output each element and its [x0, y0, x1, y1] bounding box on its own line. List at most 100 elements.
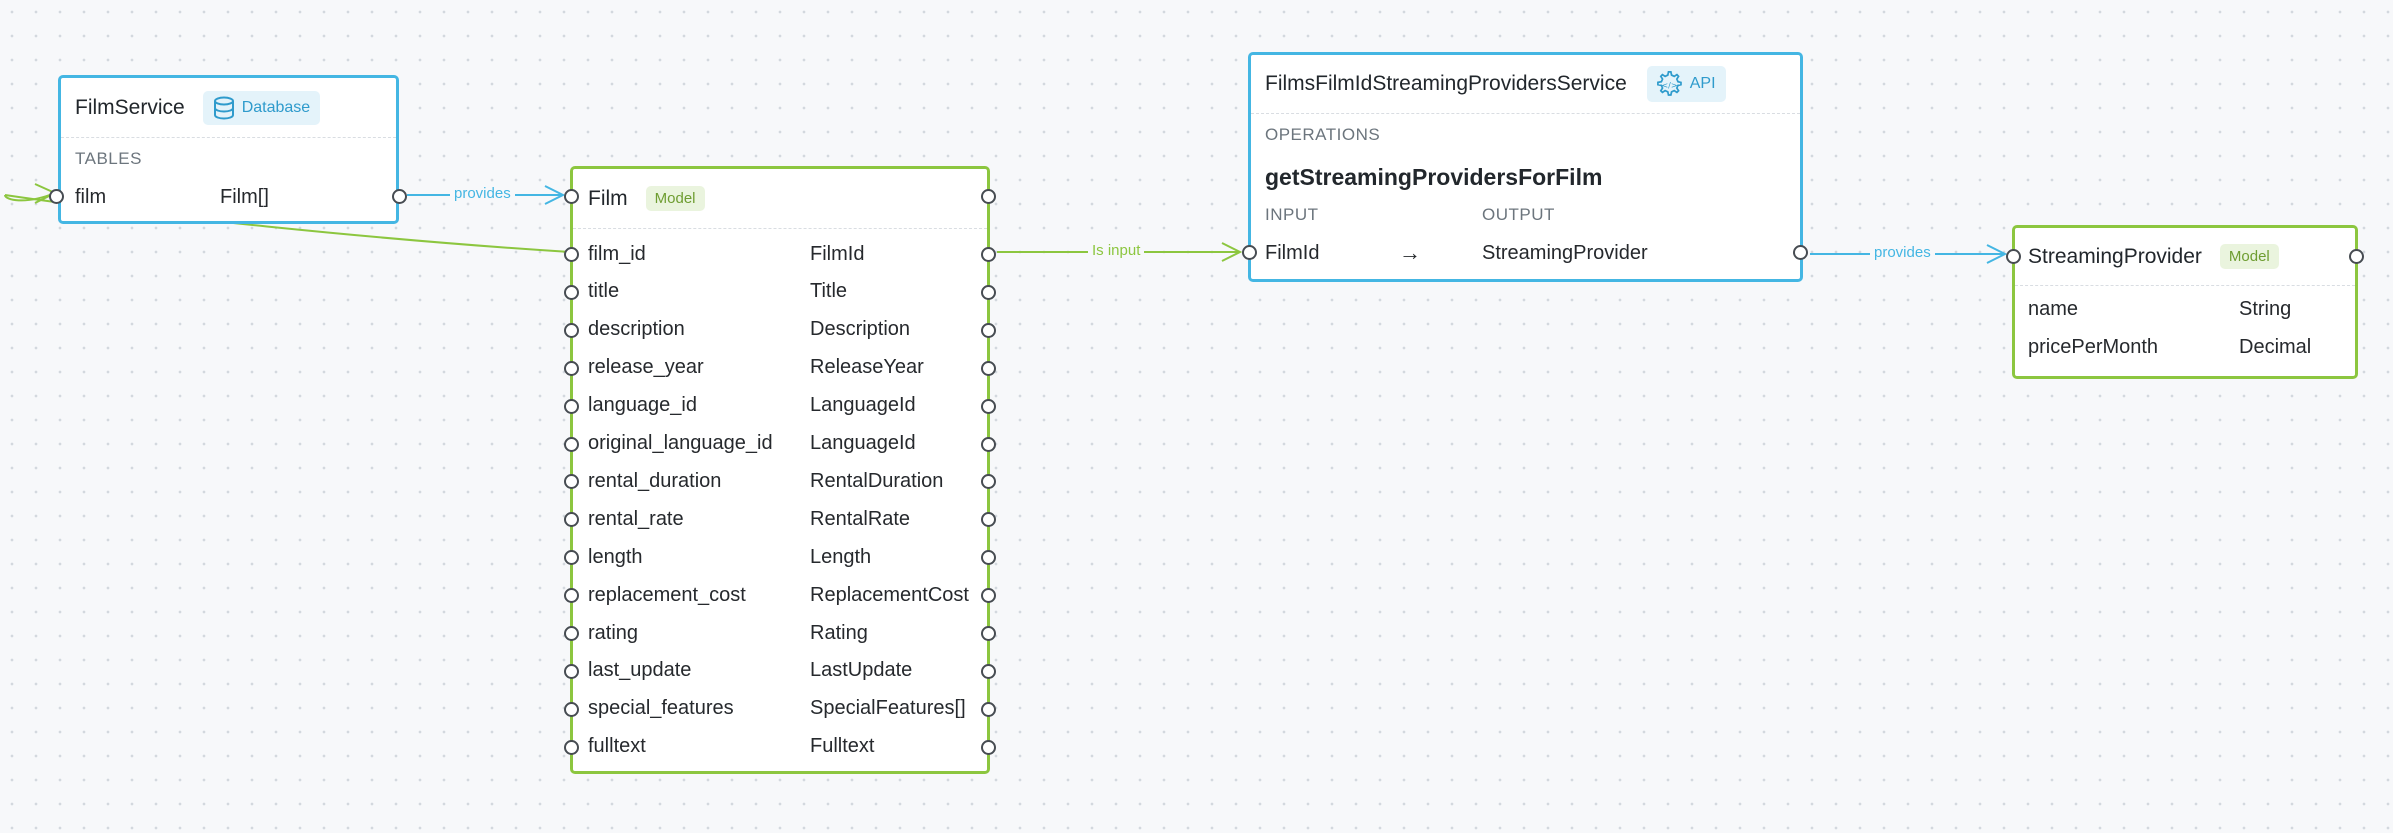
field-name: rental_rate [588, 507, 684, 530]
model-badge: Model [2219, 244, 2279, 269]
field-type: ReleaseYear [810, 356, 924, 379]
field-type: SpecialFeatures[] [810, 697, 966, 720]
field-name: last_update [588, 659, 692, 682]
port-out[interactable] [981, 247, 996, 262]
field-name: rental_duration [588, 469, 722, 492]
port-in[interactable] [564, 550, 579, 566]
port-in[interactable] [564, 739, 579, 755]
port-out[interactable] [981, 398, 996, 414]
field-name: language_id [588, 394, 697, 417]
port-out[interactable] [981, 360, 996, 376]
port-in[interactable] [564, 626, 579, 641]
table-type: Film[] [220, 185, 269, 208]
port-in[interactable] [564, 512, 579, 528]
field-name: name [2028, 297, 2079, 320]
port-out[interactable] [981, 588, 996, 604]
svg-text:</>: </> [1661, 81, 1677, 90]
node-header: FilmService Database [61, 78, 396, 138]
input-type: FilmId [1265, 241, 1320, 264]
port-out[interactable] [981, 474, 996, 490]
port-out[interactable] [392, 189, 407, 204]
port-out[interactable] [981, 739, 996, 755]
input-label: INPUT [1265, 205, 1319, 224]
port-out[interactable] [981, 322, 996, 338]
field-name: release_year [588, 356, 704, 379]
port-in[interactable] [564, 189, 579, 204]
node-header: StreamingProvider Model [2015, 228, 2355, 286]
output-type: StreamingProvider [1482, 241, 1648, 264]
port-in[interactable] [2006, 249, 2021, 264]
port-out[interactable] [981, 701, 996, 717]
port-in[interactable] [1242, 245, 1257, 260]
node-title: StreamingProvider [2028, 244, 2202, 268]
port-out[interactable] [981, 626, 996, 641]
port-out[interactable] [981, 663, 996, 679]
badge-label: API [1689, 75, 1716, 92]
field-type: Fulltext [810, 735, 875, 758]
field-row[interactable]: fulltext Fulltext [564, 732, 996, 762]
port-in[interactable] [564, 474, 579, 490]
api-gear-icon: </> [1656, 71, 1682, 96]
port-in[interactable] [564, 663, 579, 679]
port-out[interactable] [981, 436, 996, 452]
port-in[interactable] [564, 322, 579, 338]
field-type: Title [810, 280, 848, 303]
port-in[interactable] [564, 701, 579, 717]
table-row[interactable]: film Film[] [61, 182, 396, 212]
field-type: LanguageId [810, 432, 916, 454]
port-in[interactable] [564, 398, 579, 414]
port-in[interactable] [49, 189, 64, 204]
port-out[interactable] [2349, 249, 2364, 264]
port-out[interactable] [981, 512, 996, 528]
model-badge: Model [645, 186, 705, 211]
port-in[interactable] [564, 247, 579, 262]
table-name: film [75, 185, 107, 208]
arrowhead-provides-film [544, 185, 566, 205]
field-name: fulltext [588, 735, 646, 758]
field-type: RentalDuration [810, 469, 944, 492]
port-in[interactable] [564, 360, 579, 376]
field-type: Decimal [2239, 335, 2312, 358]
field-row[interactable]: rental_duration RentalDuration [564, 466, 996, 496]
node-title: Film [588, 186, 628, 210]
film-service-node[interactable]: FilmService Database TABLES film Film[] [49, 75, 407, 224]
field-name: film_id [588, 242, 646, 265]
field-row[interactable]: release_year ReleaseYear [564, 353, 996, 383]
port-in[interactable] [564, 284, 579, 300]
api-service-node[interactable]: FilmsFilmIdStreamingProvidersService </>… [1242, 52, 1808, 282]
port-out[interactable] [981, 550, 996, 566]
operation-name[interactable]: getStreamingProvidersForFilm [1265, 164, 1603, 190]
node-title: FilmsFilmIdStreamingProvidersService [1265, 72, 1627, 95]
port-in[interactable] [564, 588, 579, 604]
field-name: pricePerMonth [2028, 335, 2159, 358]
operation-signature: FilmId → StreamingProvider [1251, 238, 1800, 268]
port-out[interactable] [981, 189, 996, 204]
arrowhead-is-input-api [1221, 242, 1243, 262]
section-label: TABLES [75, 149, 142, 168]
section-label: OPERATIONS [1265, 125, 1381, 144]
field-type: RentalRate [810, 507, 911, 530]
node-title: FilmService [75, 95, 185, 119]
output-label: OUTPUT [1482, 205, 1555, 224]
field-type: Rating [810, 621, 868, 644]
port-out[interactable] [981, 284, 996, 300]
badge-label: Database [241, 98, 311, 116]
port-out[interactable] [1793, 245, 1808, 260]
field-type: ReplacementCost [810, 583, 969, 606]
field-row[interactable]: pricePerMonth Decimal [2015, 332, 2355, 362]
field-row[interactable]: rental_rate RentalRate [564, 504, 996, 534]
port-in[interactable] [564, 436, 579, 452]
